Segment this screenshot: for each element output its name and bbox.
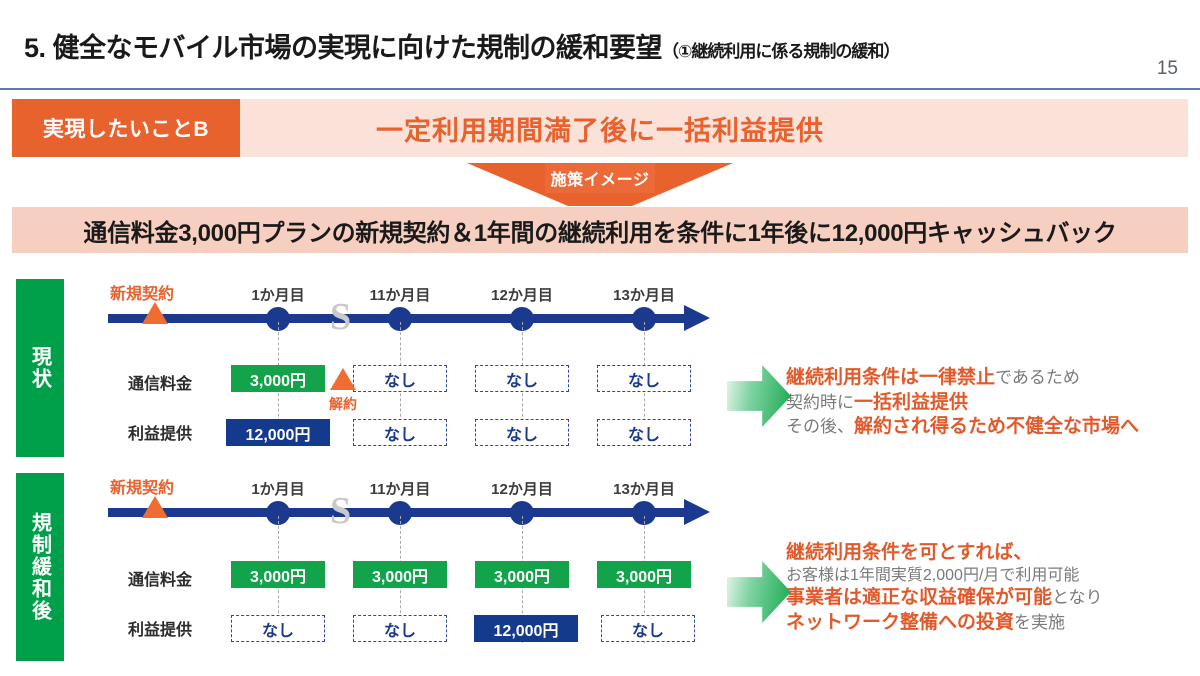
header-divider bbox=[0, 88, 1200, 90]
fee-cell-month13-s2: 3,000円 bbox=[597, 561, 691, 588]
fee-cell-month13-s1: なし bbox=[597, 365, 691, 392]
fee-cell-month11-s2: 3,000円 bbox=[353, 561, 447, 588]
fee-cell-month12-s2: 3,000円 bbox=[475, 561, 569, 588]
page-number: 15 bbox=[1156, 58, 1178, 79]
result-arrow-icon-s2 bbox=[727, 561, 791, 623]
note-line-3-s1: その後、解約され得るため不健全な市場へ bbox=[786, 416, 1140, 438]
new-contract-label-2: 新規契約 bbox=[110, 480, 175, 497]
timeline-current: 新規契約 S 1か月目 11か月目 12か月目 13か月目 bbox=[0, 278, 760, 338]
benefit-cell-month13-s1: なし bbox=[597, 419, 691, 446]
note-deregulated: 継続利用条件を可とすれば、 お客様は1年間実質2,000円/月で利用可能 事業者… bbox=[786, 541, 1103, 636]
arrow-label: 施策イメージ bbox=[550, 172, 650, 189]
timeline-break-icon-2: S bbox=[330, 490, 352, 532]
timeline-label-month1-s1: 1か月目 bbox=[251, 287, 305, 304]
timeline-label-month1-s2: 1か月目 bbox=[251, 481, 305, 498]
fee-cell-month1-s2: 3,000円 bbox=[231, 561, 325, 588]
benefit-cell-month12-s1: なし bbox=[475, 419, 569, 446]
arrow-label-plate bbox=[545, 163, 655, 193]
note-line-4-s2: ネットワーク整備への投資を実施 bbox=[786, 612, 1066, 634]
timeline-deregulated: 新規契約 S 1か月目 11か月目 12か月目 13か月目 bbox=[0, 472, 760, 532]
new-contract-marker-1 bbox=[142, 302, 168, 324]
banner-headline: 一定利用期間満了後に一括利益提供 bbox=[376, 115, 824, 146]
note-line-2-s1: 契約時に一括利益提供 bbox=[786, 391, 969, 413]
page-title: 5. 健全なモバイル市場の実現に向けた規制の緩和要望（①継続利用に係る規制の緩和… bbox=[24, 26, 900, 65]
benefit-cell-month1-s1: 12,000円 bbox=[226, 419, 330, 446]
timeline-arrow-head-2 bbox=[684, 499, 710, 525]
condition-band: 通信料金3,000円プランの新規契約＆1年間の継続利用を条件に1年後に12,00… bbox=[12, 207, 1188, 253]
timeline-label-month12-s2: 12か月目 bbox=[491, 481, 553, 498]
section-tab-current: 現状 bbox=[16, 279, 64, 457]
fee-cell-month1-s1: 3,000円 bbox=[231, 365, 325, 392]
timeline-label-month11-s2: 11か月目 bbox=[369, 481, 431, 498]
timeline-arrow-head-1 bbox=[684, 305, 710, 331]
note-line-1-s2: 継続利用条件を可とすれば、 bbox=[786, 542, 1033, 563]
row-label-fee-s1: 通信料金 bbox=[128, 376, 193, 393]
timeline-label-month11-s1: 11か月目 bbox=[369, 287, 431, 304]
row-label-benefit-s2: 利益提供 bbox=[128, 622, 193, 639]
timeline-break-icon-1: S bbox=[330, 296, 352, 338]
timeline-label-month13-s2: 13か月目 bbox=[613, 481, 675, 498]
cancel-marker-icon bbox=[330, 368, 356, 390]
timeline-label-month13-s1: 13か月目 bbox=[613, 287, 675, 304]
page-title-sub: （①継続利用に係る規制の緩和） bbox=[662, 42, 900, 61]
result-arrow-icon-s1 bbox=[727, 365, 791, 427]
new-contract-marker-2 bbox=[142, 496, 168, 518]
cancel-label: 解約 bbox=[329, 396, 357, 412]
fee-cell-month11-s1: なし bbox=[353, 365, 447, 392]
note-current: 継続利用条件は一律禁止であるため 契約時に一括利益提供 その後、解約され得るため… bbox=[786, 366, 1139, 440]
timeline-label-month12-s1: 12か月目 bbox=[491, 287, 553, 304]
page-title-main: 5. 健全なモバイル市場の実現に向けた規制の緩和要望 bbox=[24, 33, 663, 63]
benefit-cell-month11-s1: なし bbox=[353, 419, 447, 446]
note-line-3-s2: 事業者は適正な収益確保が可能となり bbox=[786, 587, 1103, 609]
benefit-cell-month1-s2: なし bbox=[231, 615, 325, 642]
banner-tag: 実現したいことB bbox=[12, 99, 240, 157]
new-contract-label-1: 新規契約 bbox=[110, 286, 175, 303]
benefit-cell-month12-s2: 12,000円 bbox=[474, 615, 578, 642]
note-line-2-s2: お客様は1年間実質2,000円/月で利用可能 bbox=[786, 566, 1080, 584]
benefit-cell-month13-s2: なし bbox=[601, 615, 695, 642]
row-label-benefit-s1: 利益提供 bbox=[128, 426, 193, 443]
note-line-1-s1: 継続利用条件は一律禁止であるため bbox=[786, 367, 1080, 388]
row-label-fee-s2: 通信料金 bbox=[128, 572, 193, 589]
section-tab-deregulated: 規制緩和後 bbox=[16, 473, 64, 661]
benefit-cell-month11-s2: なし bbox=[353, 615, 447, 642]
fee-cell-month12-s1: なし bbox=[475, 365, 569, 392]
policy-image-arrow: 施策イメージ bbox=[467, 163, 733, 206]
